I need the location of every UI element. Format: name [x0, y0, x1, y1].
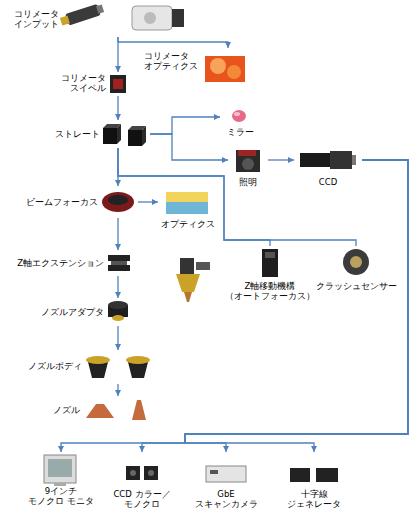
connector-arrow [150, 134, 228, 160]
connector-arrow [185, 160, 408, 452]
component-node: クラッシュセンサー [312, 246, 400, 294]
illumination-icon [236, 150, 260, 172]
component-node: コリメータ オプティクス [142, 48, 248, 84]
component-label: GbE スキャンカメラ [190, 490, 262, 510]
component-label: CCD カラー／モノクロ [106, 490, 178, 510]
component-node: ストレート [50, 120, 150, 148]
component-node: コリメータ インプット [12, 3, 192, 37]
component-label: CCD [296, 178, 360, 188]
component-node: ノズルボディ [26, 350, 154, 384]
component-node: 9インチ モノクロ モニタ [26, 452, 96, 518]
z-extension-icon [108, 255, 130, 271]
component-label: コリメータ スイベル [54, 74, 106, 94]
component-node: Z軸エクステンション [15, 250, 134, 276]
component-node: GbE スキャンカメラ [188, 452, 264, 516]
connector-arrow [138, 201, 158, 202]
component-label: ノズルボディ [28, 362, 82, 372]
component-label: 照明 [230, 178, 266, 188]
mirror-icon [232, 110, 246, 122]
component-label: オプティクス [160, 220, 216, 230]
connector-arrow [142, 160, 408, 452]
connector-arrow [118, 148, 356, 246]
collimator-input-icon [59, 2, 184, 30]
component-label: コリメータ インプット [14, 10, 62, 30]
component-label: ストレート [52, 130, 100, 140]
connector-arrow [150, 117, 220, 134]
connector-arrow [117, 218, 118, 250]
component-label: コリメータ オプティクス [144, 52, 202, 72]
component-label: 十字線 ジェネレータ [276, 490, 352, 510]
collimator-optics-image [205, 56, 245, 82]
nozzle-icon [86, 400, 146, 420]
component-node: ミラー [220, 106, 260, 142]
nozzle-assembly-icon [176, 258, 210, 302]
optics-image [166, 192, 208, 214]
component-label: ミラー [222, 128, 258, 138]
component-label: クラッシュセンサー [314, 282, 398, 292]
component-node: 照明 [228, 146, 268, 192]
component-node: ノズル [40, 396, 152, 424]
component-node: Z軸移動機構 （オートフォーカス） [223, 246, 317, 306]
connector-arrow [185, 160, 408, 452]
component-label: Z軸エクステンション [17, 259, 104, 269]
component-label: ノズルアダプタ [41, 308, 104, 318]
component-node: ノズルアダプタ [39, 298, 132, 326]
beam-focus-icon [102, 192, 134, 212]
z-mechanism-icon [262, 249, 278, 277]
camera-icon [126, 466, 158, 480]
component-node: コリメータ スイベル [52, 72, 130, 96]
connector-arrow [117, 96, 118, 120]
component-node: ビームフォーカス [24, 186, 138, 218]
component-label: ビームフォーカス [26, 198, 98, 208]
connector-arrow [117, 37, 118, 72]
connector-arrow [118, 148, 270, 246]
scan-camera-icon [206, 466, 246, 482]
swivel-icon [110, 75, 126, 93]
monitor-icon [44, 455, 76, 486]
component-label: 9インチ モノクロ モニタ [28, 487, 94, 507]
crosshair-generator-icon [290, 468, 338, 482]
component-label: ノズル [42, 406, 80, 416]
connector-arrow [118, 37, 228, 48]
connector-arrow [61, 160, 408, 452]
nozzle-adapter-icon [108, 301, 128, 321]
connector-arrow [117, 326, 118, 350]
component-label: Z軸移動機構 （オートフォーカス） [225, 282, 315, 302]
component-node: 十字線 ジェネレータ [274, 452, 354, 516]
straight-icon [103, 124, 146, 146]
ccd-icon [300, 151, 356, 169]
component-node: CCD カラー／モノクロ [104, 452, 180, 516]
component-node: オプティクス [158, 188, 218, 232]
connector-arrow [117, 276, 118, 298]
connector-arrow [268, 159, 294, 160]
component-node: CCD [294, 146, 362, 192]
nozzle-body-icon [86, 356, 150, 378]
crash-sensor-icon [343, 249, 369, 275]
connector-arrow [117, 384, 118, 396]
